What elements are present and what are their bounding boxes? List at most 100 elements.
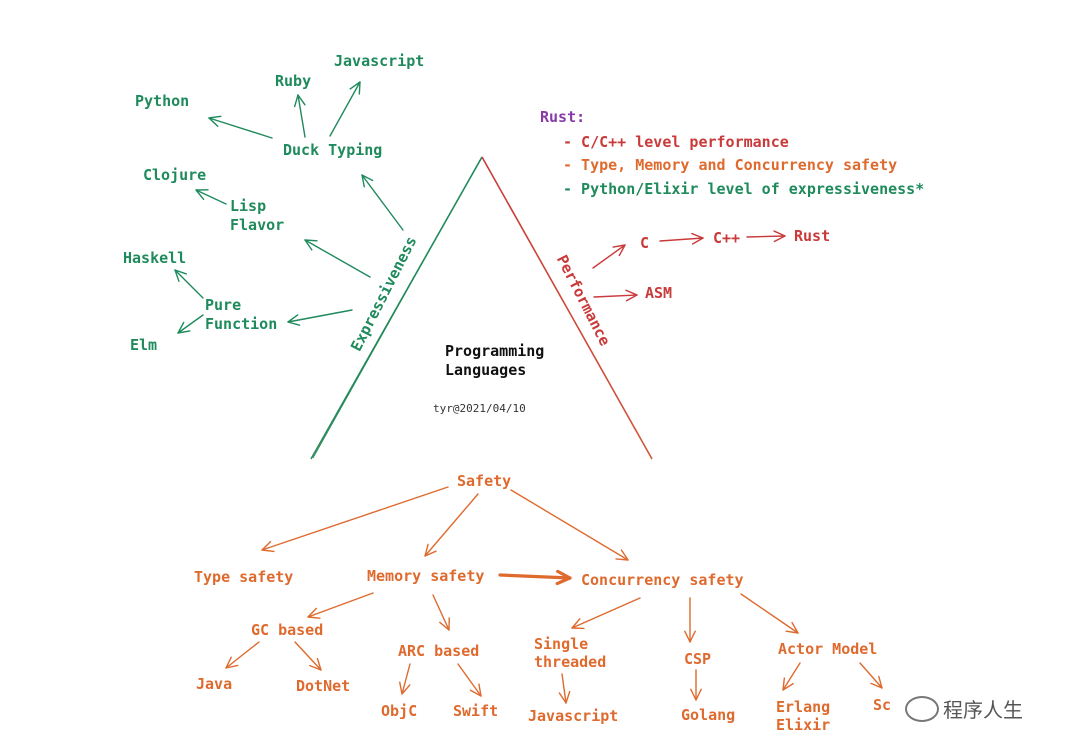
arrow-c-to-cpp (659, 232, 704, 245)
arrow-c-to-cpp-shaft (659, 237, 704, 242)
arrow-pure-to-haskell (174, 269, 204, 299)
center-title-line1: Programming (445, 342, 545, 360)
arrow-duck-to-python (208, 115, 273, 139)
arrow-edge-to-duck-typing-head (361, 174, 374, 188)
node-type-safety: Type safety (194, 568, 294, 586)
watermark-text: 程序人生 (943, 698, 1023, 722)
node-actor-model: Actor Model (778, 640, 878, 658)
arrow-duck-to-python-head (208, 115, 222, 127)
arrow-performance-to-asm-shaft (593, 294, 638, 298)
arrow-actor-to-erlang-shaft (782, 662, 801, 691)
arrow-single-to-javascript-head (558, 690, 571, 704)
arrow-arc-to-objc (399, 663, 411, 695)
arrow-performance-to-c-shaft (592, 244, 626, 269)
arrow-arc-to-swift-shaft (457, 663, 482, 697)
arrow-safety-to-type (261, 486, 449, 553)
arrow-safety-to-type-head (261, 540, 275, 553)
arrow-duck-to-javascript (329, 81, 361, 137)
arrow-pure-to-haskell-head (174, 269, 188, 283)
arrow-memory-to-gc-shaft (307, 592, 374, 618)
arrow-duck-to-javascript-shaft (329, 81, 361, 137)
arrow-cpp-to-rust-shaft (746, 235, 786, 238)
arrow-arc-to-swift (457, 663, 482, 697)
node-single: Single (534, 635, 589, 653)
arrow-memory-to-concurrency (498, 569, 572, 586)
arrow-pure-to-elm (177, 314, 204, 334)
center-title-line2: Languages (445, 361, 527, 379)
arrow-concurrency-to-actor (740, 593, 799, 634)
rust-point-performance: - C/C++ level performance (563, 133, 789, 151)
arrow-gc-to-dotnet (294, 641, 322, 671)
arrow-performance-to-asm-head (625, 289, 638, 302)
arrow-edge-to-pure-function-shaft (287, 309, 353, 323)
arrow-pure-to-haskell-shaft (174, 269, 204, 299)
arrow-concurrency-to-csp (684, 597, 696, 643)
arrow-concurrency-to-single (571, 597, 641, 630)
arrow-edge-to-lisp-flavor (304, 239, 371, 278)
node-java: Java (196, 675, 233, 693)
node-erlang: Erlang (776, 698, 831, 716)
arrow-arc-to-objc-head (399, 681, 411, 695)
arrow-duck-to-ruby-head (293, 94, 306, 108)
node-c: C (640, 234, 650, 252)
node-csp: CSP (684, 650, 712, 668)
watermark: 程序人生 (905, 694, 1023, 723)
arrow-safety-to-concurrency-shaft (510, 489, 629, 561)
arrow-csp-to-golang-head (690, 688, 702, 701)
arrow-concurrency-to-actor-head (785, 621, 799, 634)
node-elixir: Elixir (776, 716, 831, 734)
arrow-single-to-javascript (558, 673, 571, 704)
signature: tyr@2021/04/10 (433, 402, 526, 415)
arrow-safety-to-type-shaft (261, 486, 449, 551)
node-cpp: C++ (713, 229, 741, 247)
node-asm: ASM (645, 284, 673, 302)
arrow-single-to-javascript-shaft (561, 673, 567, 704)
arrow-memory-to-arc-head (439, 617, 450, 631)
arrow-duck-to-javascript-head (349, 81, 361, 95)
arrow-actor-to-scala (859, 662, 883, 689)
node-pure: Pure (205, 296, 242, 314)
node-flavor: Flavor (230, 216, 285, 234)
node-python: Python (135, 92, 190, 110)
arrow-performance-to-c (592, 244, 626, 269)
rust-point-safety: - Type, Memory and Concurrency safety (563, 156, 898, 174)
arrow-gc-to-dotnet-head (309, 657, 322, 671)
arrow-edge-to-duck-typing-shaft (361, 174, 404, 231)
arrow-memory-to-concurrency-shaft (498, 573, 572, 580)
arrow-lisp-to-clojure-shaft (195, 189, 227, 205)
arrow-concurrency-to-single-head (571, 618, 585, 630)
node-dotnet: DotNet (296, 677, 351, 695)
arrow-lisp-to-clojure-head (195, 189, 209, 200)
arrow-concurrency-to-single-shaft (571, 597, 641, 629)
arrow-pure-to-elm-head (177, 321, 191, 334)
arrow-edge-to-pure-function-head (287, 314, 301, 326)
triangle (310, 156, 653, 460)
arrow-performance-to-asm (593, 289, 638, 302)
arrow-edge-to-lisp-flavor-head (304, 239, 318, 251)
node-function: Function (205, 315, 278, 333)
triangle-right-edge (481, 156, 653, 460)
arrow-csp-to-golang (690, 669, 702, 701)
arrow-duck-to-ruby (293, 94, 306, 138)
arrow-safety-to-memory-head (424, 543, 437, 557)
arrow-edge-to-duck-typing (361, 174, 404, 231)
arrow-duck-to-ruby-shaft (297, 94, 306, 138)
arrow-actor-to-erlang (782, 662, 801, 691)
arrow-cpp-to-rust-head (773, 230, 786, 243)
arrow-concurrency-to-csp-head (684, 630, 696, 643)
node-ruby: Ruby (275, 72, 312, 90)
node-concurrency-safety: Concurrency safety (581, 571, 744, 589)
rust-heading: Rust: (540, 108, 586, 126)
node-scala-partial: Sc (873, 696, 892, 714)
node-javascript-expr: Javascript (334, 52, 425, 70)
node-gc-based: GC based (251, 621, 324, 639)
arrow-cpp-to-rust (746, 230, 786, 243)
arrow-gc-to-dotnet-shaft (294, 641, 322, 671)
arrow-arc-to-objc-shaft (401, 663, 411, 695)
arrow-pure-to-elm-shaft (177, 314, 204, 334)
arrow-actor-to-scala-shaft (859, 662, 883, 689)
wechat-icon (905, 695, 939, 722)
arrow-memory-to-arc-shaft (432, 594, 450, 631)
arrow-edge-to-lisp-flavor-shaft (304, 239, 371, 278)
